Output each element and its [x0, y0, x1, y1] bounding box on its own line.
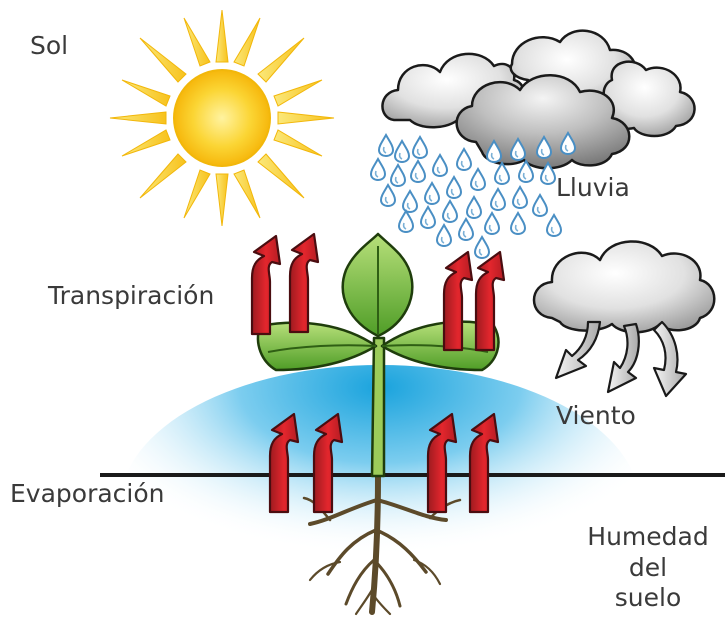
wind-cloud-icon: [532, 240, 716, 334]
wind-arrow-icon: [554, 320, 688, 398]
transpiration-label: Transpiración: [48, 281, 215, 310]
rain-label: Lluvia: [556, 173, 630, 202]
soil-moisture-label: Humedad del suelo: [578, 522, 718, 614]
sun-label: Sol: [30, 31, 69, 60]
sun-icon: [109, 9, 335, 227]
evaporation-label: Evaporación: [10, 479, 165, 508]
root-icon: [302, 473, 462, 616]
rain-icon: [370, 132, 576, 259]
soil-moisture-label-line1: Humedad: [587, 522, 709, 551]
soil-moisture-label-line2: del: [628, 552, 668, 582]
soil-moisture-label-line3: suelo: [614, 583, 682, 612]
rain-cloud-icon: [381, 29, 696, 170]
wind-label: Viento: [556, 401, 636, 430]
